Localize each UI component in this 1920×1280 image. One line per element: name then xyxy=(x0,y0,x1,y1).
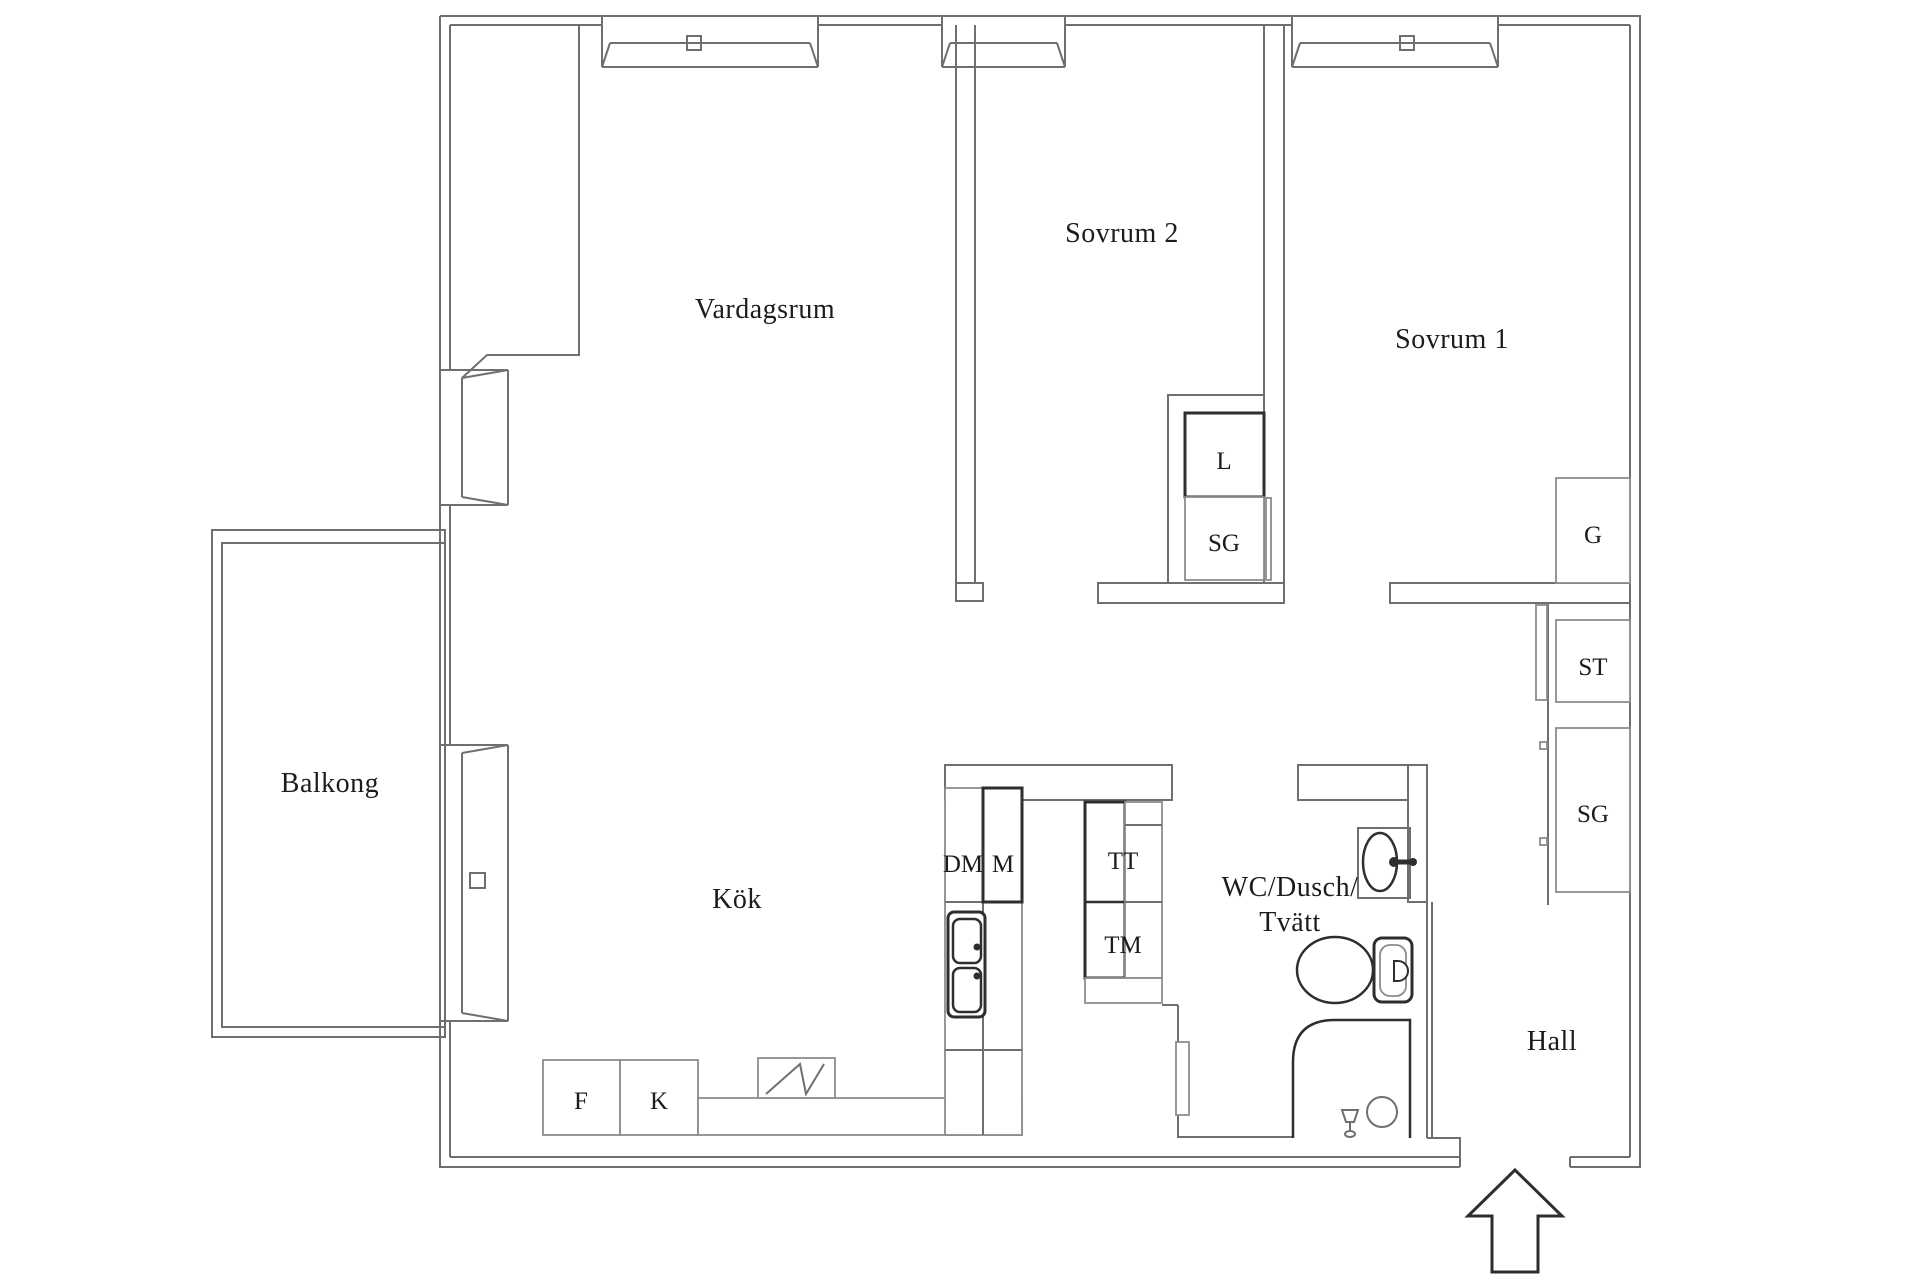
closet-st-box xyxy=(1555,619,1631,703)
room-label-hall: Hall xyxy=(1527,1026,1577,1057)
kitchen-window-icon xyxy=(440,744,509,1022)
label-k: K xyxy=(650,1088,668,1115)
label-dm: DM xyxy=(943,851,983,878)
closet-sg-sovrum2-box xyxy=(1184,496,1265,581)
label-st: ST xyxy=(1578,654,1607,681)
label-tt: TT xyxy=(1108,848,1139,875)
label-l: L xyxy=(1216,448,1231,475)
dryer-washer-box xyxy=(1083,800,1127,980)
toilet-icon xyxy=(1295,935,1414,1005)
label-m: M xyxy=(992,851,1014,878)
freezer-box xyxy=(619,1059,699,1136)
closet-g-box xyxy=(1555,477,1631,584)
balcony-door-vardagsrum-icon xyxy=(440,369,509,506)
shower-icon xyxy=(1291,1018,1412,1138)
room-label-balkong: Balkong xyxy=(281,768,379,799)
washbasin-icon xyxy=(1357,827,1417,899)
window-vardagsrum-icon xyxy=(601,16,819,68)
label-sg-hall: SG xyxy=(1577,801,1609,828)
room-label-vardagsrum: Vardagsrum xyxy=(695,294,835,325)
closet-door-stub xyxy=(1265,497,1272,581)
stove-box xyxy=(757,1057,836,1099)
label-g: G xyxy=(1584,522,1602,549)
room-label-kok: Kök xyxy=(712,884,762,915)
closet-boxes xyxy=(1183,411,1631,893)
kitchen-sink-icon xyxy=(946,910,987,1019)
bathroom-fixtures xyxy=(1291,827,1417,1138)
exterior-walls xyxy=(439,15,1641,1168)
entrance-arrow-icon xyxy=(1464,1167,1566,1274)
room-label-sovrum1: Sovrum 1 xyxy=(1395,324,1509,355)
label-tm: TM xyxy=(1104,932,1142,959)
closet-sg-hall-box xyxy=(1555,727,1631,893)
interior-walls xyxy=(461,25,1631,1138)
bathroom-door-leaf xyxy=(1175,1041,1190,1116)
window-sovrum2-icon xyxy=(941,16,1066,68)
kitchen-fixtures xyxy=(542,786,1024,1136)
balcony-outline xyxy=(211,529,446,1038)
window-sovrum1-icon xyxy=(1291,16,1499,68)
room-label-sovrum2: Sovrum 2 xyxy=(1065,218,1179,249)
hall-closet-door-leaf xyxy=(1535,604,1548,701)
label-sg-sovrum2: SG xyxy=(1208,530,1240,557)
oven-m-box xyxy=(981,786,1024,904)
stove-mark-icon xyxy=(765,1062,825,1097)
room-label-wc-line2: Tvätt xyxy=(1259,907,1321,938)
laundry-fixtures xyxy=(1083,800,1190,1116)
room-label-wc-line1: WC/Dusch/ xyxy=(1222,872,1359,903)
label-f: F xyxy=(574,1088,588,1115)
